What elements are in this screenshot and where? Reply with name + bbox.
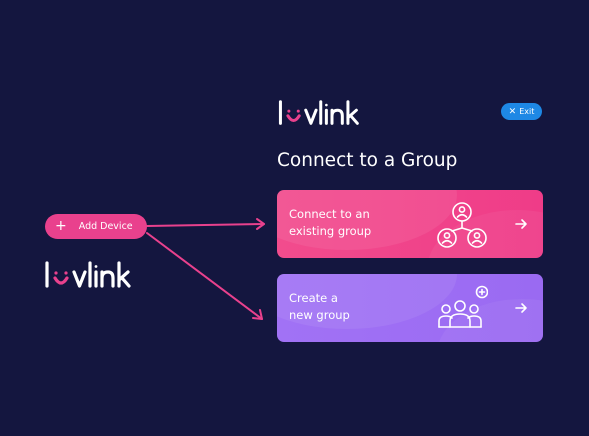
exit-label: Exit bbox=[519, 107, 535, 116]
card-label-line1: Create a bbox=[289, 291, 338, 305]
luvlink-wordmark-small bbox=[278, 100, 359, 125]
arrow-to-connect-card bbox=[146, 223, 265, 227]
close-icon: ✕ bbox=[508, 106, 517, 117]
arrow-to-create-card bbox=[146, 232, 263, 320]
arrow-right-icon bbox=[515, 303, 527, 313]
add-group-icon bbox=[438, 285, 488, 328]
create-new-group-card[interactable]: Create a new group bbox=[277, 274, 543, 342]
card-label: Connect to an existing group bbox=[289, 206, 409, 240]
card-label-line2: new group bbox=[289, 308, 350, 322]
card-label-line1: Connect to an bbox=[289, 207, 370, 221]
luvlink-logo-large: luvlink bbox=[44, 259, 144, 291]
arrow-head-create bbox=[252, 309, 263, 320]
card-label: Create a new group bbox=[289, 290, 409, 324]
plus-icon: + bbox=[55, 218, 67, 234]
arrow-head-connect bbox=[256, 218, 265, 230]
page-title: Connect to a Group bbox=[277, 150, 458, 171]
group-network-icon bbox=[437, 202, 487, 248]
card-label-line2: existing group bbox=[289, 224, 372, 238]
arrow-right-icon bbox=[515, 219, 527, 229]
add-device-button[interactable]: + Add Device bbox=[45, 214, 147, 239]
luvlink-logo-small: luvlink bbox=[276, 98, 373, 128]
add-device-label: Add Device bbox=[78, 221, 133, 232]
luvlink-wordmark bbox=[45, 261, 131, 288]
connect-existing-group-card[interactable]: Connect to an existing group bbox=[277, 190, 543, 258]
exit-button[interactable]: ✕ Exit bbox=[501, 103, 542, 120]
